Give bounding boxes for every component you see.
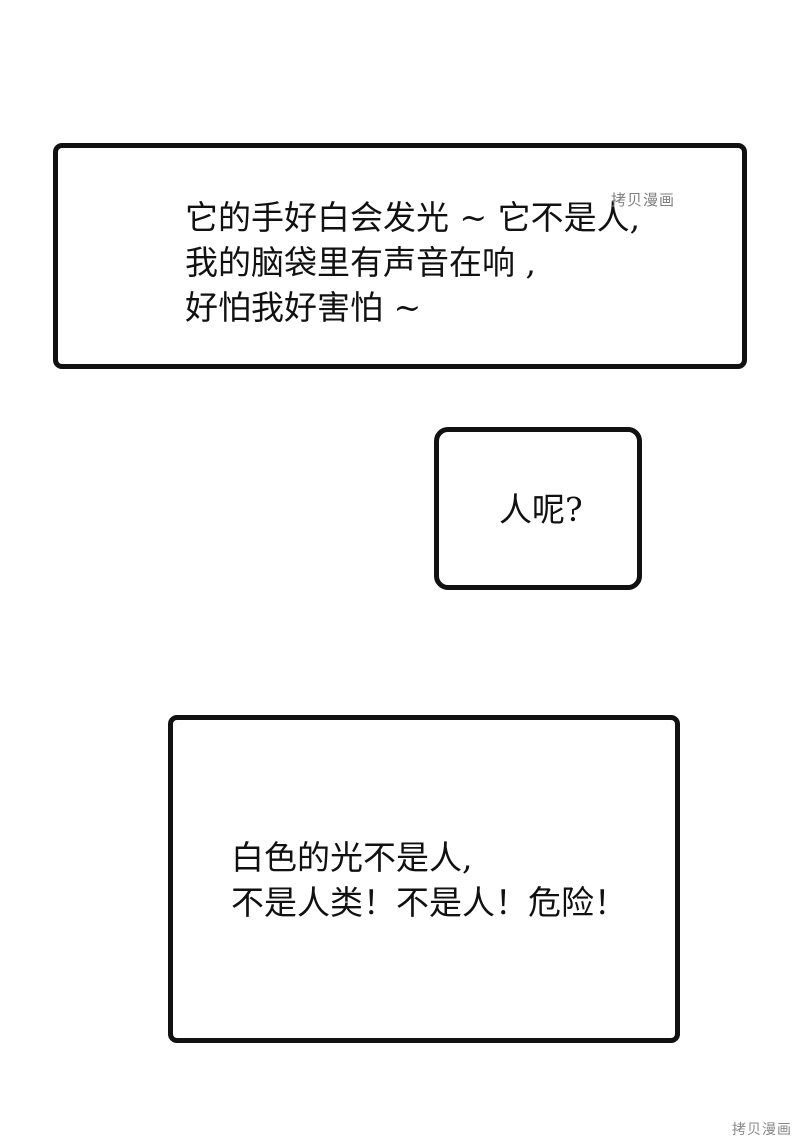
- panel-3-text: 白色的光不是人, 不是人类！不是人！危险！: [231, 835, 627, 925]
- speech-panel-2: 人呢?: [434, 427, 642, 590]
- panel-1-line-2: 我的脑袋里有声音在响 ,: [185, 243, 536, 282]
- speech-panel-1: 它的手好白会发光 ~ 它不是人, 我的脑袋里有声音在响 , 好怕我好害怕 ~: [53, 143, 747, 369]
- panel-1-line-1: 它的手好白会发光 ~ 它不是人,: [185, 198, 641, 237]
- panel-3-line-2: 不是人类！不是人！危险！: [231, 883, 627, 922]
- panel-2-text: 人呢?: [499, 487, 583, 532]
- watermark-top: 拷贝漫画: [611, 191, 676, 209]
- panel-1-line-3: 好怕我好害怕 ~: [185, 288, 422, 327]
- panel-3-line-1: 白色的光不是人,: [231, 838, 473, 877]
- watermark-bottom: 拷贝漫画: [732, 1122, 792, 1138]
- speech-panel-3: 白色的光不是人, 不是人类！不是人！危险！: [168, 715, 680, 1043]
- panel-1-text: 它的手好白会发光 ~ 它不是人, 我的脑袋里有声音在响 , 好怕我好害怕 ~: [185, 195, 640, 330]
- panel-2-line-1: 人呢?: [499, 490, 583, 529]
